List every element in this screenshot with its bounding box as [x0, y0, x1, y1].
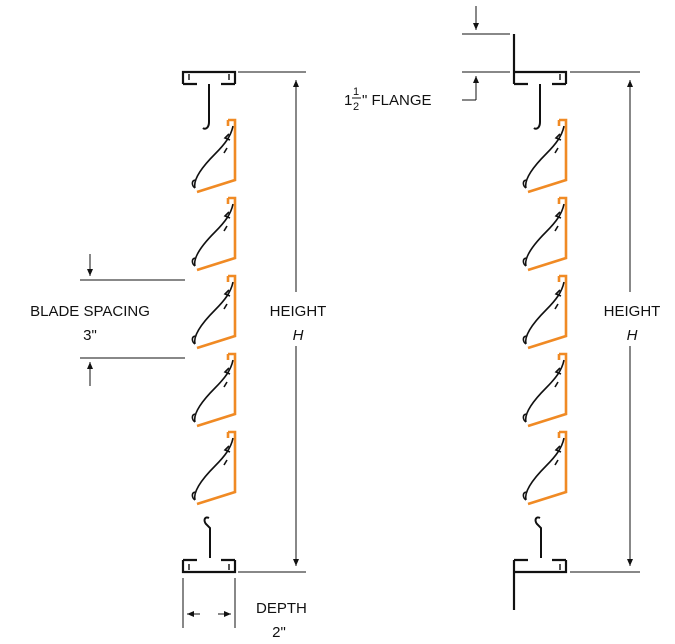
depth-label: DEPTH	[256, 600, 307, 617]
flange-dimension	[462, 6, 510, 101]
flange-label: " FLANGE	[362, 92, 432, 109]
left-top-frame	[181, 70, 237, 84]
right-blade-3	[522, 274, 568, 350]
right-height-label: HEIGHT	[604, 303, 661, 320]
blade-spacing-dimension	[80, 254, 185, 386]
right-blade-2	[522, 196, 568, 272]
left-height-symbol: H	[293, 327, 304, 344]
left-louver	[181, 70, 237, 574]
left-blade-2	[191, 196, 237, 272]
right-blade-1	[522, 118, 568, 194]
flange-numerator: 1	[353, 86, 359, 98]
left-height-label: HEIGHT	[270, 303, 327, 320]
right-blade-4	[522, 352, 568, 428]
right-height-dimension	[570, 71, 640, 573]
depth-value: 2"	[272, 624, 286, 641]
left-height-dimension	[238, 71, 306, 573]
right-louver	[512, 34, 568, 610]
left-bottom-frame	[181, 560, 237, 574]
left-blade-5	[191, 430, 237, 506]
left-blade-4	[191, 352, 237, 428]
right-blade-5	[522, 430, 568, 506]
depth-dimension	[182, 578, 236, 628]
right-height-symbol: H	[627, 327, 638, 344]
left-blade-1	[191, 118, 237, 194]
blade-spacing-label: BLADE SPACING	[30, 303, 150, 320]
blade-spacing-value: 3"	[83, 327, 97, 344]
flange-whole: 1	[344, 92, 352, 109]
flange-denominator: 2	[353, 101, 359, 113]
left-blade-3	[191, 274, 237, 350]
